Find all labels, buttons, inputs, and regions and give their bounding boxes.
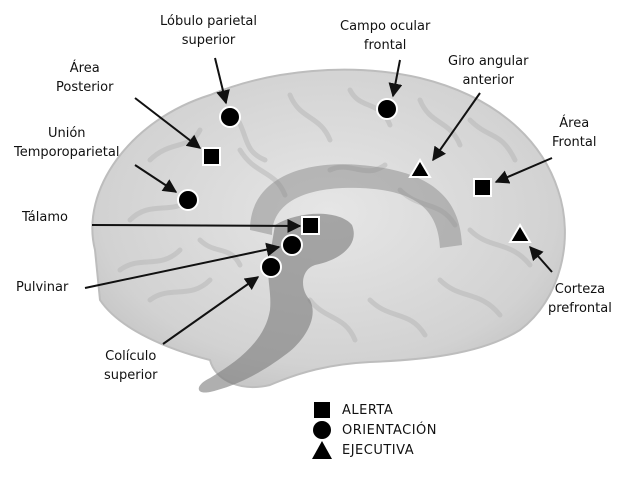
label-union-temporoparietal: Unión Temporoparietal (14, 124, 119, 162)
label-area-frontal: Área Frontal (552, 114, 596, 152)
legend-item-ejecutiva: EJECUTIVA (312, 440, 437, 460)
arrow-area-posterior (134, 97, 202, 149)
label-line: Área (69, 61, 100, 76)
legend-label: EJECUTIVA (342, 442, 415, 458)
marker-square-area-posterior (202, 147, 221, 166)
label-line: Unión (47, 126, 86, 141)
label-line: Área (559, 116, 590, 131)
arrow-area-frontal (494, 157, 553, 184)
marker-triangle-giro-angular (408, 158, 432, 178)
arrows (84, 57, 553, 345)
legend: ALERTA ORIENTACIÓN EJECUTIVA (312, 400, 437, 460)
arrow-lobulo-parietal (214, 57, 230, 105)
arrow-pulvinar (84, 242, 281, 289)
legend-label: ORIENTACIÓN (342, 422, 438, 438)
label-giro-angular-anterior: Giro angular anterior (448, 52, 528, 90)
label-line: Corteza (554, 282, 606, 297)
arrow-union-temporoparietal (134, 164, 178, 193)
label-lobulo-parietal-superior: Lóbulo parietal superior (160, 12, 257, 50)
brainstem-overlay (198, 213, 354, 393)
legend-item-orientacion: ORIENTACIÓN (312, 420, 437, 440)
marker-triangle-corteza-prefrontal (508, 223, 532, 243)
label-area-posterior: Área Posterior (56, 59, 113, 97)
label-corteza-prefrontal: Corteza prefrontal (548, 280, 612, 318)
label-line: Frontal (552, 135, 597, 150)
cingulate-overlay (250, 164, 462, 248)
label-campo-ocular-frontal: Campo ocular frontal (340, 17, 430, 55)
label-line: superior (104, 368, 158, 383)
label-line: Tálamo (22, 210, 68, 225)
arrow-giro-angular (432, 92, 481, 162)
label-line: Campo ocular (340, 19, 431, 34)
arrow-corteza-prefrontal (529, 245, 553, 273)
marker-circle-pulvinar (281, 234, 303, 256)
label-line: Colículo (105, 349, 157, 364)
label-line: Lóbulo parietal (160, 14, 258, 29)
square-icon (314, 402, 330, 418)
label-line: superior (181, 33, 236, 48)
circle-icon (313, 421, 331, 439)
label-coliculo-superior: Colículo superior (104, 347, 158, 385)
label-pulvinar: Pulvinar (16, 278, 68, 297)
label-line: anterior (462, 73, 514, 88)
markers (177, 98, 532, 278)
arrow-talamo (91, 218, 302, 233)
marker-circle-campo-ocular (376, 98, 398, 120)
triangle-icon (312, 441, 332, 459)
marker-circle-union-temporoparietal (177, 189, 199, 211)
label-talamo: Tálamo (22, 208, 68, 227)
label-line: prefrontal (548, 301, 612, 316)
marker-square-talamo (301, 216, 320, 235)
label-line: Pulvinar (16, 280, 69, 295)
label-line: Temporoparietal (14, 145, 120, 160)
label-line: Giro angular (448, 54, 529, 69)
label-line: frontal (363, 38, 407, 53)
arrow-coliculo (162, 276, 260, 345)
marker-circle-coliculo (260, 256, 282, 278)
legend-label: ALERTA (342, 402, 394, 418)
marker-square-area-frontal (473, 178, 492, 197)
arrow-campo-ocular (388, 59, 403, 98)
label-line: Posterior (56, 80, 114, 95)
marker-circle-lobulo-parietal (219, 106, 241, 128)
legend-item-alerta: ALERTA (312, 400, 437, 420)
